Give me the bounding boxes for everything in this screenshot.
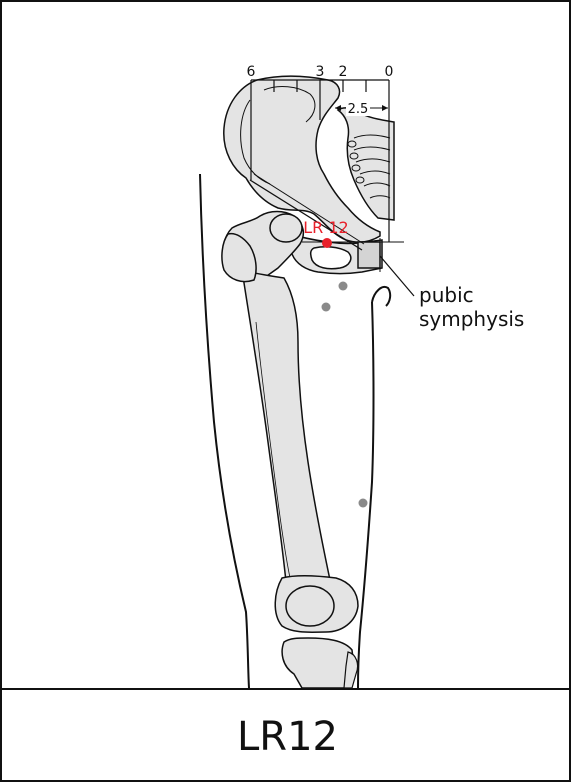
caption-divider	[2, 688, 571, 690]
acupoint-lr12-label: LR 12	[303, 218, 348, 237]
pubic-symphysis-block	[358, 242, 380, 268]
point-title: LR12	[2, 702, 571, 772]
pubic-symphysis-label-line1: pubic	[419, 283, 474, 307]
measure-arrow-right	[382, 105, 388, 111]
pubic-symphysis-label-line2: symphysis	[419, 307, 524, 331]
patella	[286, 586, 334, 626]
scale-measure-label: 2.5	[348, 102, 369, 117]
femur-shaft	[242, 270, 330, 582]
scale-tick-0: 0	[385, 64, 394, 80]
groin-contour	[372, 287, 390, 306]
scale-tick-2: 2	[339, 64, 348, 80]
obturator-foramen	[311, 247, 351, 269]
pubic-symphysis-leader	[380, 256, 414, 296]
scale-tick-6: 6	[247, 64, 256, 80]
leg-anatomy-figure: 6 3 2 0 2.5 LR 12 pubic symphysis	[2, 2, 571, 688]
sacrum-bone	[338, 108, 394, 220]
reference-point-dot	[339, 282, 348, 291]
reference-point-dot	[359, 499, 368, 508]
acupoint-lr12-dot	[322, 238, 332, 248]
femoral-head	[270, 214, 302, 242]
scale-tick-3: 3	[316, 64, 325, 80]
reference-point-dot	[322, 303, 331, 312]
tibia-plateau	[282, 638, 353, 688]
leg-outline-right	[358, 302, 374, 688]
